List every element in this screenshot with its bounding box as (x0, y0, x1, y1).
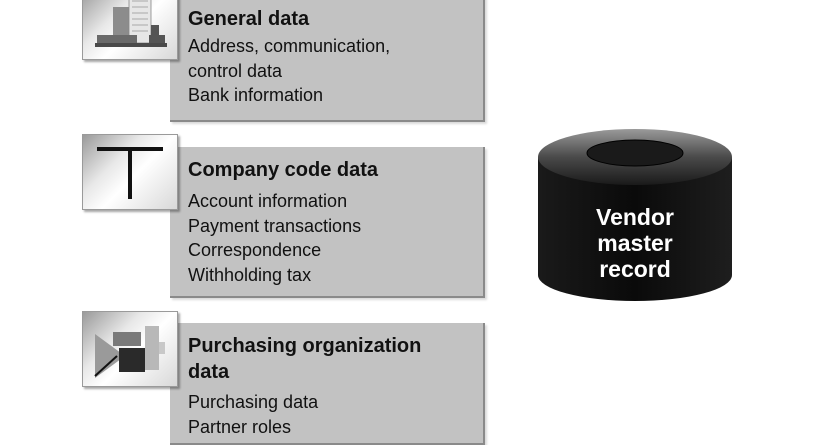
company-code-data-lines: Account information Payment transactions… (188, 189, 361, 287)
general-data-box: General data Address, communication, con… (170, 0, 485, 122)
company-code-data-line: Account information (188, 191, 348, 211)
database-label-line: record (599, 256, 671, 282)
database-label: Vendor master record (536, 204, 734, 282)
purchasing-org-data-title: Purchasing organization data (188, 333, 421, 385)
company-code-data-box: Company code data Account information Pa… (170, 147, 485, 298)
general-data-lines: Address, communication, control data Ban… (188, 34, 390, 108)
company-code-data-line: Payment transactions (188, 215, 362, 236)
purchasing-org-data-lines: Purchasing data Partner roles (188, 390, 318, 439)
general-data-line: Address, communication, (188, 36, 391, 56)
database-cylinder-icon (538, 129, 732, 301)
purchasing-org-data-box: Purchasing organization data Purchasing … (170, 323, 485, 445)
database-label-line: Vendor (596, 204, 674, 230)
company-code-data-line: Withholding tax (188, 264, 312, 285)
general-data-line: Bank information (188, 85, 324, 105)
building-icon (82, 0, 178, 60)
purchasing-org-data-line: Partner roles (188, 416, 292, 437)
purchasing-org-title-line: data (188, 361, 230, 383)
general-data-title: General data (188, 8, 310, 30)
purchasing-org-title-line: Purchasing organization (188, 335, 422, 357)
purchasing-org-icon (82, 311, 178, 387)
t-letter-icon (82, 134, 178, 210)
purchasing-org-data-line: Purchasing data (188, 392, 319, 412)
database-label-line: master (597, 230, 673, 256)
company-code-data-title: Company code data (188, 159, 379, 181)
general-data-line: control data (188, 60, 283, 81)
company-code-data-line: Correspondence (188, 240, 322, 260)
